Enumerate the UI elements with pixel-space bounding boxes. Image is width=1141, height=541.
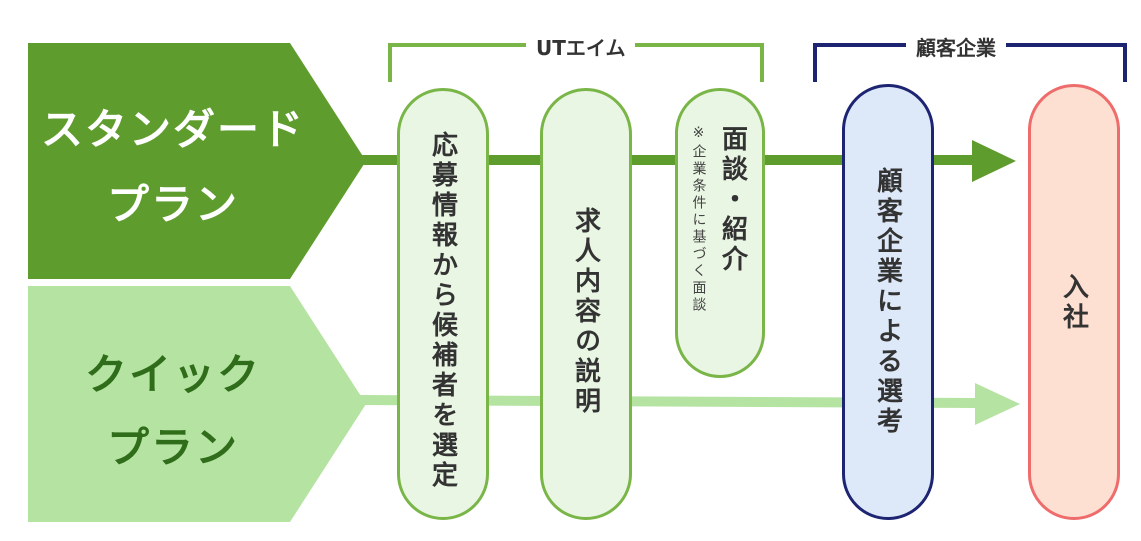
- standard-plan-label-line1: スタンダード: [40, 105, 305, 154]
- quick-flow-arrowhead: [975, 383, 1020, 425]
- quick-plan-label-line2: プラン: [106, 423, 239, 472]
- step-select-candidates: 応募情報から候補者を選定: [397, 88, 489, 520]
- step-interview-intro-text: 面談・紹介: [717, 125, 748, 275]
- standard-plan-label-line2: プラン: [106, 180, 239, 229]
- step-interview-intro: 面談・紹介 ※企業条件に基づく面談: [675, 88, 765, 378]
- step-hire-text: 入社: [1058, 273, 1089, 333]
- quick-plan-arrow-shape: [28, 286, 366, 522]
- step-hire: 入社: [1028, 84, 1120, 520]
- quick-plan-label-line1: クイック: [84, 350, 261, 399]
- step-client-selection: 顧客企業による選考: [842, 84, 934, 520]
- step-select-candidates-text: 応募情報から候補者を選定: [427, 131, 458, 491]
- step-explain-job-text: 求人内容の説明: [570, 207, 601, 417]
- step-explain-job: 求人内容の説明: [540, 88, 632, 520]
- step-client-selection-text: 顧客企業による選考: [872, 167, 903, 437]
- ut-aim-label: UTエイム: [526, 32, 636, 61]
- standard-flow-arrowhead: [972, 140, 1016, 182]
- step-interview-note-text: ※企業条件に基づく面談: [690, 125, 707, 314]
- client-label: 顧客企業: [906, 32, 1006, 61]
- standard-plan-arrow-shape: [28, 43, 366, 279]
